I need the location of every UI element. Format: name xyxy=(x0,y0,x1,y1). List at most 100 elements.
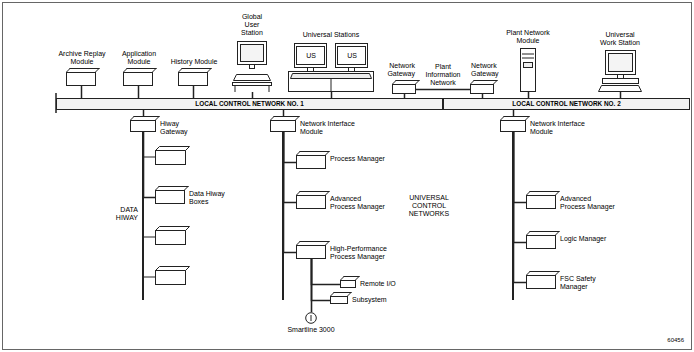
icon-part xyxy=(238,42,267,65)
module-box: Application Module xyxy=(123,72,153,86)
icon-part xyxy=(311,315,312,321)
gateway-box: Hiway Gateway xyxy=(130,120,156,132)
io-box: Remote I/O xyxy=(340,280,356,288)
node-label: FSC Safety Manager xyxy=(560,275,618,291)
box-top-face xyxy=(296,151,330,155)
controller-box: Advanced Process Manager xyxy=(296,195,326,209)
bus-label: DATA HIWAY xyxy=(98,206,138,222)
box-top-face xyxy=(296,241,330,245)
box-top-face xyxy=(526,191,560,195)
box-top-face xyxy=(156,267,190,271)
box-top-face xyxy=(330,292,352,296)
data-hiway-box: Data Hiway Boxes xyxy=(155,190,185,204)
box-top-face xyxy=(526,231,560,235)
node-label: Remote I/O xyxy=(360,280,404,288)
icon-part xyxy=(232,40,272,92)
box-top-face xyxy=(156,227,190,231)
box-top-face xyxy=(178,68,212,72)
node-label: Archive Replay Module xyxy=(55,50,109,66)
icon-part xyxy=(606,51,636,75)
box-top-face xyxy=(66,68,100,72)
icon-part xyxy=(521,49,536,92)
node-label: Plant Network Module xyxy=(503,29,553,45)
icon-part xyxy=(598,50,642,92)
subsystem-box: Subsystem xyxy=(330,296,348,304)
icon-part xyxy=(250,65,255,69)
controller-box: Advanced Process Manager xyxy=(526,195,556,209)
node-label: Application Module xyxy=(112,50,166,66)
bus-connector xyxy=(138,86,140,98)
icon-part xyxy=(524,63,533,68)
bus-connector xyxy=(284,132,297,203)
icon-part xyxy=(269,86,270,93)
network-link-label: Plant Information Network xyxy=(421,63,465,87)
box-top-face xyxy=(392,80,420,84)
workstation-icon: Universal Work Station xyxy=(598,50,642,92)
node-label: Network Gateway xyxy=(379,62,415,78)
bus-connector xyxy=(311,259,313,312)
cabinet-icon: Plant Network Module xyxy=(520,48,536,92)
node-label: Universal Stations xyxy=(289,31,373,39)
node-label: Advanced Process Manager xyxy=(330,195,386,211)
icon-part xyxy=(522,54,534,55)
icon-part xyxy=(331,79,332,92)
figure-frame xyxy=(3,3,692,350)
box-top-face xyxy=(296,191,330,195)
bus-connector xyxy=(193,86,195,98)
gateway-box: Network Gateway xyxy=(392,84,416,94)
icon-part xyxy=(291,74,372,79)
icon-part xyxy=(234,75,271,81)
data-hiway-box xyxy=(156,271,186,285)
node-label: Data Hiway Boxes xyxy=(189,190,227,206)
screen-label: US xyxy=(297,52,325,60)
bus-connector xyxy=(312,259,331,301)
data-hiway-box-group xyxy=(143,147,190,285)
bus-connector xyxy=(81,86,83,98)
controller-box: Logic Manager xyxy=(526,235,556,249)
bus-connector xyxy=(144,132,156,198)
icon-part xyxy=(288,42,374,92)
module-box: History Module xyxy=(178,72,208,86)
icon-part xyxy=(603,79,639,84)
controller-box: FSC Safety Manager xyxy=(526,275,556,289)
bus-connector xyxy=(514,132,527,283)
node-label: High-Performance Process Manager xyxy=(330,245,394,261)
icon-part xyxy=(609,54,633,72)
box-stub xyxy=(143,277,155,278)
console-icon: Universal Stations xyxy=(288,42,374,92)
workstation-icon: Global User Station xyxy=(232,40,272,92)
module-box: Archive Replay Module xyxy=(66,72,96,86)
bus-name: LOCAL CONTROL NETWORK NO. 1 xyxy=(57,99,442,109)
node-label: Logic Manager xyxy=(560,235,618,243)
figure-number: 60456 xyxy=(652,336,684,344)
bus-connector xyxy=(514,132,527,203)
icon-part xyxy=(349,68,355,72)
gateway-box: Network Gateway xyxy=(470,84,494,94)
data-hiway-box xyxy=(156,151,186,165)
bus-connector xyxy=(284,132,297,253)
icon-part xyxy=(338,47,366,65)
interface-box: Network Interface Module xyxy=(270,120,296,132)
bus-connector xyxy=(514,132,527,243)
network-bus: LOCAL CONTROL NETWORK NO. 1 xyxy=(56,98,443,110)
icon-part xyxy=(308,68,314,72)
box-stub xyxy=(143,237,155,238)
icon-part xyxy=(241,45,264,62)
icon-part xyxy=(599,86,642,92)
icon-part xyxy=(233,83,272,86)
node-label: Network Interface Module xyxy=(530,120,586,136)
box-top-face xyxy=(156,147,190,151)
bus-connector xyxy=(416,89,470,91)
box-stub xyxy=(143,157,155,158)
node-label: Subsystem xyxy=(352,296,396,304)
icon-part xyxy=(289,72,374,92)
node-label: Global User Station xyxy=(234,13,270,37)
data-hiway-box xyxy=(156,231,186,245)
node-label: Process Manager xyxy=(330,155,386,163)
box-top-face xyxy=(130,116,160,120)
icon-part xyxy=(618,75,624,79)
transmitter-icon: Smartline 3000 xyxy=(305,312,317,324)
icon-part xyxy=(235,86,236,93)
controller-box: Process Manager xyxy=(296,155,326,169)
